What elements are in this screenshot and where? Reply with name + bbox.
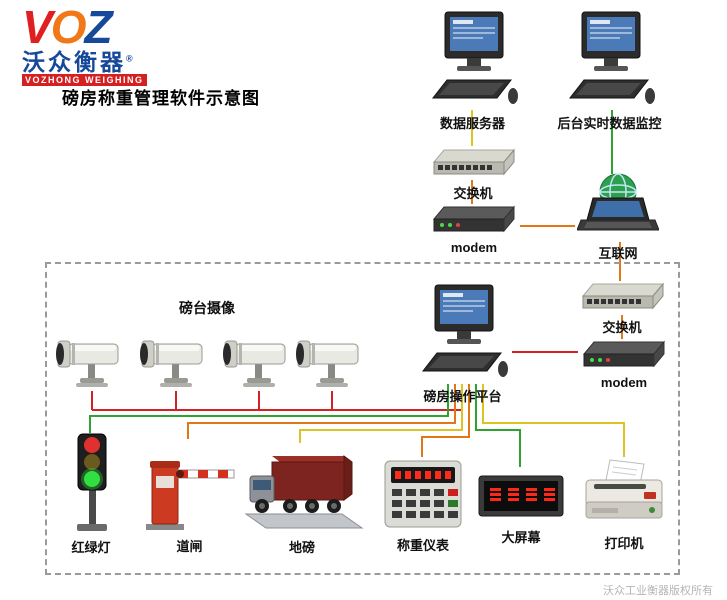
switch-inner-label: 交换机 (602, 320, 642, 335)
weighbridge-node: 地磅 (238, 442, 366, 555)
internet-label: 互联网 (598, 246, 638, 261)
big-screen-node: 大屏幕 (477, 468, 565, 545)
camera-4-node (292, 330, 370, 392)
wire-platform-barrier (187, 384, 456, 439)
cctv-camera-icon (296, 340, 359, 387)
cctv-camera-icon (223, 340, 286, 387)
copyright-watermark: 沃众工业衡器版权所有 (603, 585, 713, 597)
network-switch-icon (432, 148, 516, 176)
camera-1-node (52, 330, 130, 392)
camera-2-node (136, 330, 214, 392)
logo-letter-z: Z (84, 1, 112, 53)
internet-node: 互联网 (576, 172, 660, 261)
backend-monitor-label: 后台实时数据监控 (557, 116, 662, 131)
modem-top-label: modem (450, 240, 498, 255)
weighing-indicator-label: 称重仪表 (396, 538, 450, 553)
wire-platform-trafficlight (89, 384, 449, 433)
truck-on-weighbridge-icon (244, 455, 364, 529)
logo-letter-o: O (50, 1, 87, 53)
modem-inner-node: modem (580, 338, 668, 390)
barrier-gate-label: 道闸 (176, 539, 203, 554)
switch-top-node: 交换机 (428, 146, 518, 201)
weighing-indicator-node: 称重仪表 (382, 458, 464, 553)
internet-globe-laptop-icon (576, 173, 660, 231)
printer-icon (585, 459, 663, 519)
company-name-chinese: 沃众衡器® (22, 48, 133, 75)
traffic-light-label: 红绿灯 (71, 540, 111, 555)
company-name-english: VOZHONG WEIGHING (22, 73, 147, 86)
wire-platform-printer (482, 384, 625, 457)
switch-top-label: 交换机 (453, 186, 493, 201)
weighbridge-site-boundary (45, 262, 680, 575)
printer-node: 打印机 (580, 458, 668, 551)
weighing-indicator-icon (384, 460, 462, 528)
desktop-computer-icon (568, 11, 655, 104)
modem-icon (432, 205, 516, 233)
operation-platform-node: 磅房操作平台 (415, 283, 510, 404)
registered-mark-icon: ® (126, 53, 133, 64)
big-screen-label: 大屏幕 (501, 530, 541, 545)
barrier-gate-icon (146, 461, 235, 530)
modem-top-node: modem (430, 203, 518, 255)
cctv-camera-icon (140, 340, 203, 387)
modem-icon (582, 340, 666, 368)
weighbridge-label: 地磅 (288, 540, 316, 555)
page-title: 磅房称重管理软件示意图 (62, 89, 260, 108)
desktop-computer-icon (431, 11, 518, 104)
logo-letter-v: V (22, 1, 53, 53)
traffic-light-icon (77, 433, 107, 531)
wire-platform-indicator (421, 384, 470, 457)
camera-3-node (219, 330, 297, 392)
switch-inner-node: 交换机 (577, 280, 667, 335)
cctv-camera-icon (56, 340, 119, 387)
led-display-icon (478, 475, 564, 517)
printer-label: 打印机 (604, 536, 644, 551)
barrier-gate-node: 道闸 (142, 438, 237, 554)
traffic-light-node: 红绿灯 (62, 432, 120, 555)
data-server-label: 数据服务器 (439, 116, 506, 131)
desktop-computer-icon (421, 284, 508, 377)
modem-inner-label: modem (600, 375, 648, 390)
camera-group-label: 磅台摄像 (179, 300, 235, 316)
data-server-node: 数据服务器 (425, 10, 520, 131)
operation-platform-label: 磅房操作平台 (423, 389, 502, 404)
network-switch-icon (581, 282, 665, 310)
wire-platform-screen (475, 384, 521, 467)
voz-logo-mark: VOZ (22, 4, 172, 50)
wire-platform-weighbridge (299, 384, 463, 443)
company-logo: VOZ 沃众衡器® VOZHONG WEIGHING (22, 4, 172, 86)
backend-monitor-node: 后台实时数据监控 (557, 10, 662, 131)
